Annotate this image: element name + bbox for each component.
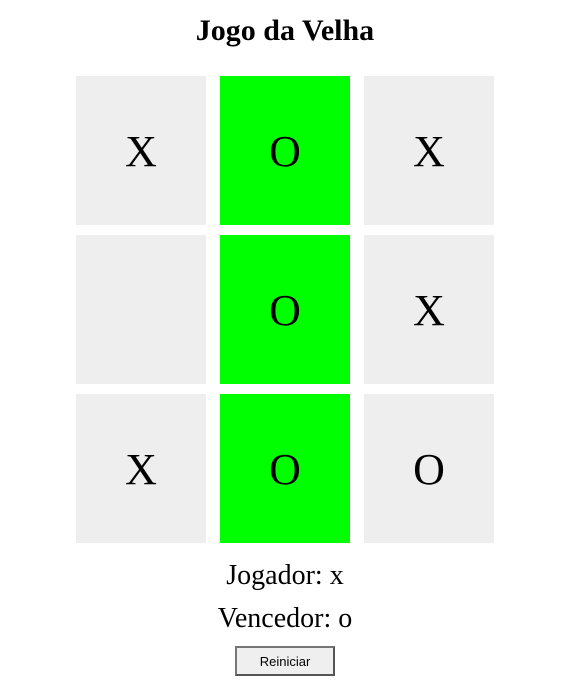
board-cell-2[interactable]: O: [220, 76, 350, 225]
cell-mark: O: [269, 285, 301, 335]
cell-mark: O: [269, 444, 301, 494]
game-title: Jogo da Velha: [195, 14, 375, 47]
cell-mark: X: [125, 126, 157, 176]
board-cell-1[interactable]: X: [76, 76, 206, 225]
board-cell-3[interactable]: X: [364, 76, 494, 225]
cell-mark: X: [413, 285, 445, 335]
board-cell-7[interactable]: X: [76, 394, 206, 543]
board-cell-5[interactable]: O: [220, 235, 350, 384]
board-cell-6[interactable]: X: [364, 235, 494, 384]
cell-mark: O: [269, 126, 301, 176]
game-board: X O X O X X O O: [76, 76, 494, 543]
restart-button[interactable]: Reiniciar: [235, 646, 335, 676]
board-cell-4[interactable]: [76, 235, 206, 384]
cell-mark: O: [413, 444, 445, 494]
current-player-status: Jogador: x: [226, 560, 344, 591]
cell-mark: X: [413, 126, 445, 176]
board-cell-9[interactable]: O: [364, 394, 494, 543]
board-cell-8[interactable]: O: [220, 394, 350, 543]
winner-status: Vencedor: o: [217, 603, 353, 634]
cell-mark: X: [125, 444, 157, 494]
